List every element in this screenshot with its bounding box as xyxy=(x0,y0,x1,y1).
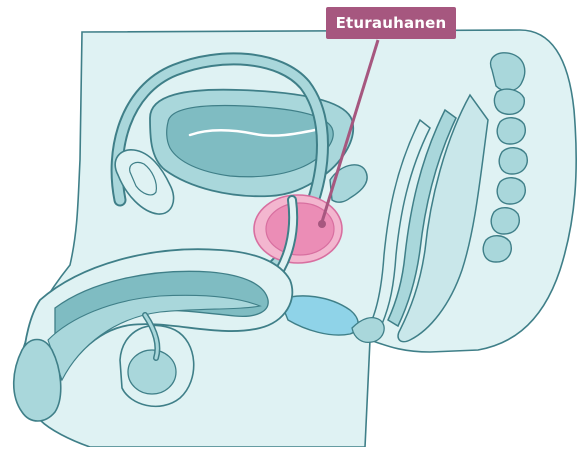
callout-dot xyxy=(318,220,326,228)
prostate xyxy=(254,195,342,263)
glans xyxy=(14,340,61,422)
callout-label: Eturauhanen xyxy=(336,14,447,32)
callout-label-box: Eturauhanen xyxy=(326,7,456,39)
